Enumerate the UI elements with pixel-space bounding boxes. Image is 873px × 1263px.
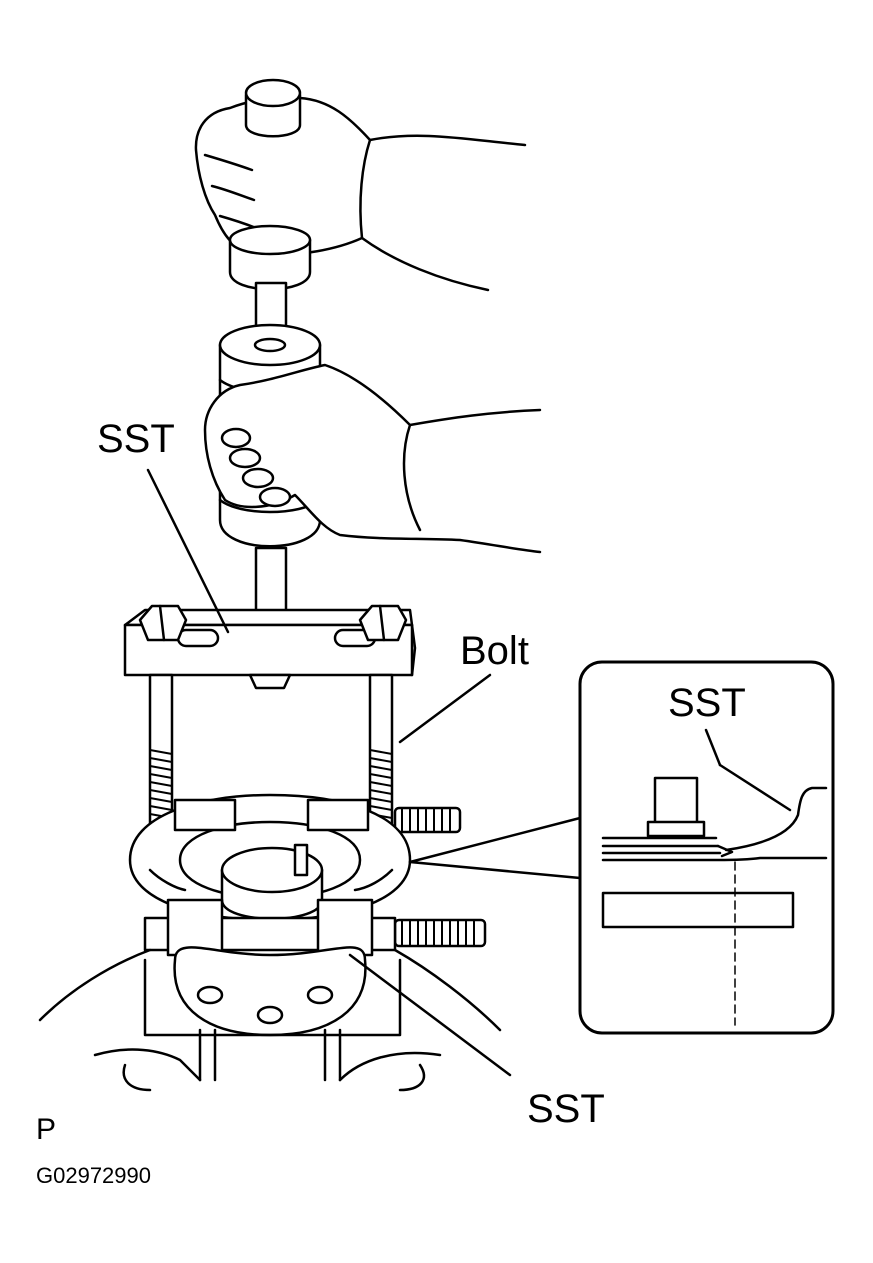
- hub-bearing: [220, 843, 324, 920]
- label-sst-top: SST: [97, 417, 175, 461]
- crossbar-nut-left: [138, 604, 188, 642]
- label-sst-inset: SST: [668, 681, 746, 725]
- leader-line-sst-top: [146, 468, 230, 634]
- side-bolt-upper: [393, 806, 462, 834]
- leader-line-sst-inset: [704, 728, 722, 767]
- label-bolt: Bolt: [460, 629, 529, 673]
- label-sst-bottom: SST: [527, 1087, 605, 1131]
- upper-collar: [228, 224, 312, 291]
- inset-bar: [601, 891, 795, 929]
- leader-line-sst-bottom: [348, 953, 512, 1077]
- crossbar-nut-right: [358, 604, 408, 642]
- inset-layers: [601, 836, 828, 862]
- inset-sst-profile: [724, 786, 828, 852]
- corner-mark: P: [36, 1113, 56, 1146]
- shaft-top-knob: [244, 78, 302, 138]
- detail-inset: [578, 660, 835, 1035]
- side-bolt-lower: [393, 918, 487, 948]
- figure-code: G02972990: [36, 1163, 151, 1188]
- inset-callout-pointer: [408, 816, 582, 880]
- lower-hand: [203, 363, 542, 554]
- lower-plate: [143, 898, 397, 957]
- leader-line-bolt: [398, 673, 492, 744]
- inset-shaft: [646, 776, 706, 838]
- hub-flange: [173, 946, 367, 1037]
- vise-base: [38, 948, 502, 1092]
